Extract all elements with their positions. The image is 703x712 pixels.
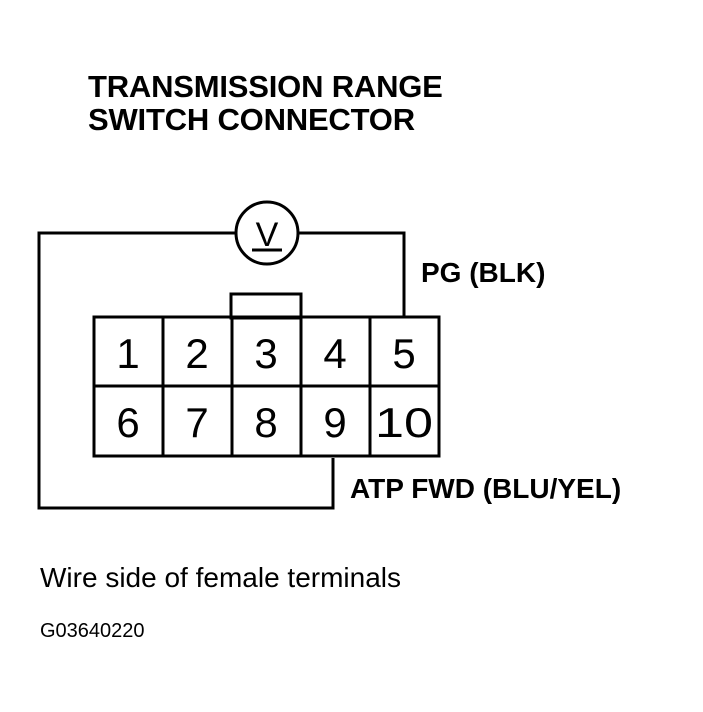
pg-wire-label: PG (BLK) [421, 257, 545, 288]
title-line-2: SWITCH CONNECTOR [88, 102, 415, 137]
terminal-1: 1 [116, 330, 139, 377]
probe-wires [37, 231, 406, 510]
diagram-title: TRANSMISSION RANGE SWITCH CONNECTOR [88, 70, 443, 136]
terminal-row-bottom: 6 7 8 9 10 [116, 399, 433, 446]
terminal-row-top: 1 2 3 4 5 [116, 330, 415, 377]
connector-body [92, 315, 441, 458]
atp-fwd-wire-label: ATP FWD (BLU/YEL) [350, 473, 621, 504]
voltmeter-icon: V [234, 200, 300, 266]
wire-left-to-terminal-9 [37, 231, 335, 510]
terminal-2: 2 [185, 330, 208, 377]
terminal-6: 6 [116, 399, 139, 446]
terminal-10: 10 [375, 399, 433, 446]
wire-right-to-terminal-5 [298, 231, 406, 317]
terminal-8: 8 [254, 399, 277, 446]
terminal-7: 7 [185, 399, 208, 446]
terminal-3: 3 [254, 330, 277, 377]
terminal-5: 5 [392, 330, 415, 377]
diagram-caption: Wire side of female terminals [40, 562, 402, 593]
title-line-1: TRANSMISSION RANGE [88, 69, 443, 104]
figure-id: G03640220 [40, 620, 145, 642]
connector-key-tab [229, 292, 303, 320]
voltmeter-symbol: V [256, 216, 279, 254]
terminal-4: 4 [323, 330, 346, 377]
terminal-9: 9 [323, 399, 346, 446]
